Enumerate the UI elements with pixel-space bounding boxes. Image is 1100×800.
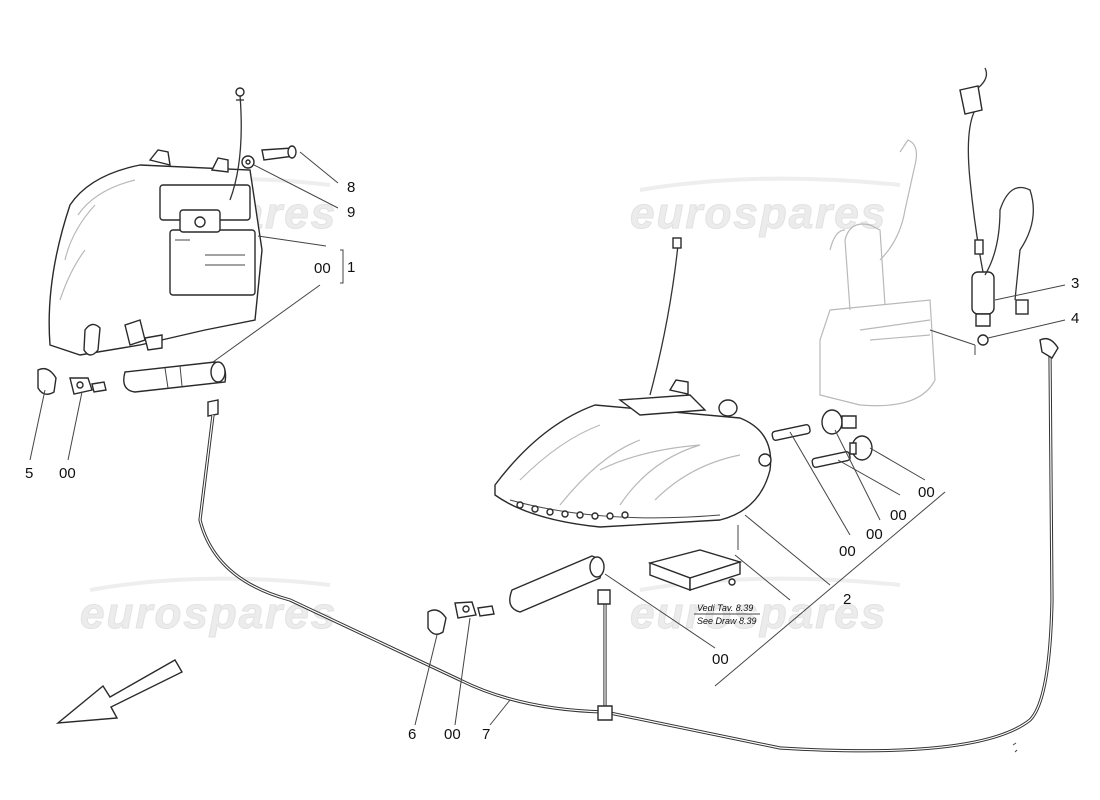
- callout-00-bulb-d: 00: [839, 543, 856, 560]
- callout-00-lamp-left: 00: [314, 260, 331, 277]
- callout-9: 9: [347, 204, 355, 221]
- front-direction-arrow-icon: [55, 659, 183, 724]
- callout-00-nozzle-left: 00: [59, 465, 76, 482]
- callout-00-bulb-c: 00: [866, 526, 883, 543]
- right-headlamp-2[interactable]: [494, 379, 772, 528]
- callout-00-bulb-a: 00: [918, 484, 935, 501]
- callout-5: 5: [25, 465, 33, 482]
- callout-00-module: 00: [712, 651, 729, 668]
- callout-2: 2: [843, 591, 851, 608]
- callout-00-bulb-b: 00: [890, 507, 907, 524]
- bulb-00-a[interactable]: [771, 423, 811, 441]
- reference-note-english: See Draw 8.39: [697, 616, 757, 626]
- watermark-bottom-left: eurospares: [80, 589, 337, 638]
- callout-3: 3: [1071, 275, 1079, 292]
- bulb-socket-00-b[interactable]: [821, 409, 857, 435]
- callout-4: 4: [1071, 310, 1079, 327]
- left-nozzle-cover-5[interactable]: [37, 367, 57, 395]
- leader-lines: [29, 151, 1066, 726]
- left-headlamp-assembly[interactable]: [48, 149, 263, 356]
- left-lamp-sensor-cable[interactable]: [229, 87, 245, 201]
- callout-1: 1: [347, 259, 355, 276]
- center-nozzle-cover-6[interactable]: [427, 609, 447, 635]
- left-nozzle-bracket-00[interactable]: [69, 377, 107, 395]
- center-nozzle-cylinder-00[interactable]: [509, 555, 611, 613]
- bulb-socket-00-d[interactable]: [849, 435, 873, 461]
- washer-hose-7[interactable]: [198, 337, 1059, 753]
- grommet-4[interactable]: [977, 334, 989, 346]
- callout-7: 7: [482, 726, 490, 743]
- headlamp-control-module[interactable]: [647, 549, 743, 592]
- bulb-00-c[interactable]: [811, 450, 851, 468]
- washer-pump-3[interactable]: [959, 67, 1034, 327]
- reference-note: Vedi Tav. 8.39 See Draw 8.39: [694, 603, 760, 626]
- washer-reservoir: [819, 139, 936, 407]
- left-nozzle-cylinder-00[interactable]: [123, 361, 227, 417]
- center-nozzle-bracket-00[interactable]: [454, 601, 495, 619]
- washer-9[interactable]: [241, 155, 255, 169]
- screw-8[interactable]: [261, 145, 297, 161]
- callout-labels: 8 9 00 1 5 00 3 4 00 00 00 00 2 00 6 00 …: [25, 179, 1079, 743]
- callout-00-nozzle-center: 00: [444, 726, 461, 743]
- callout-8: 8: [347, 179, 355, 196]
- right-headlamp-led-strip: [516, 501, 629, 520]
- callout-6: 6: [408, 726, 416, 743]
- reference-note-italian: Vedi Tav. 8.39: [697, 603, 753, 613]
- corner-mark: [1012, 742, 1018, 753]
- right-lamp-cable[interactable]: [649, 237, 682, 396]
